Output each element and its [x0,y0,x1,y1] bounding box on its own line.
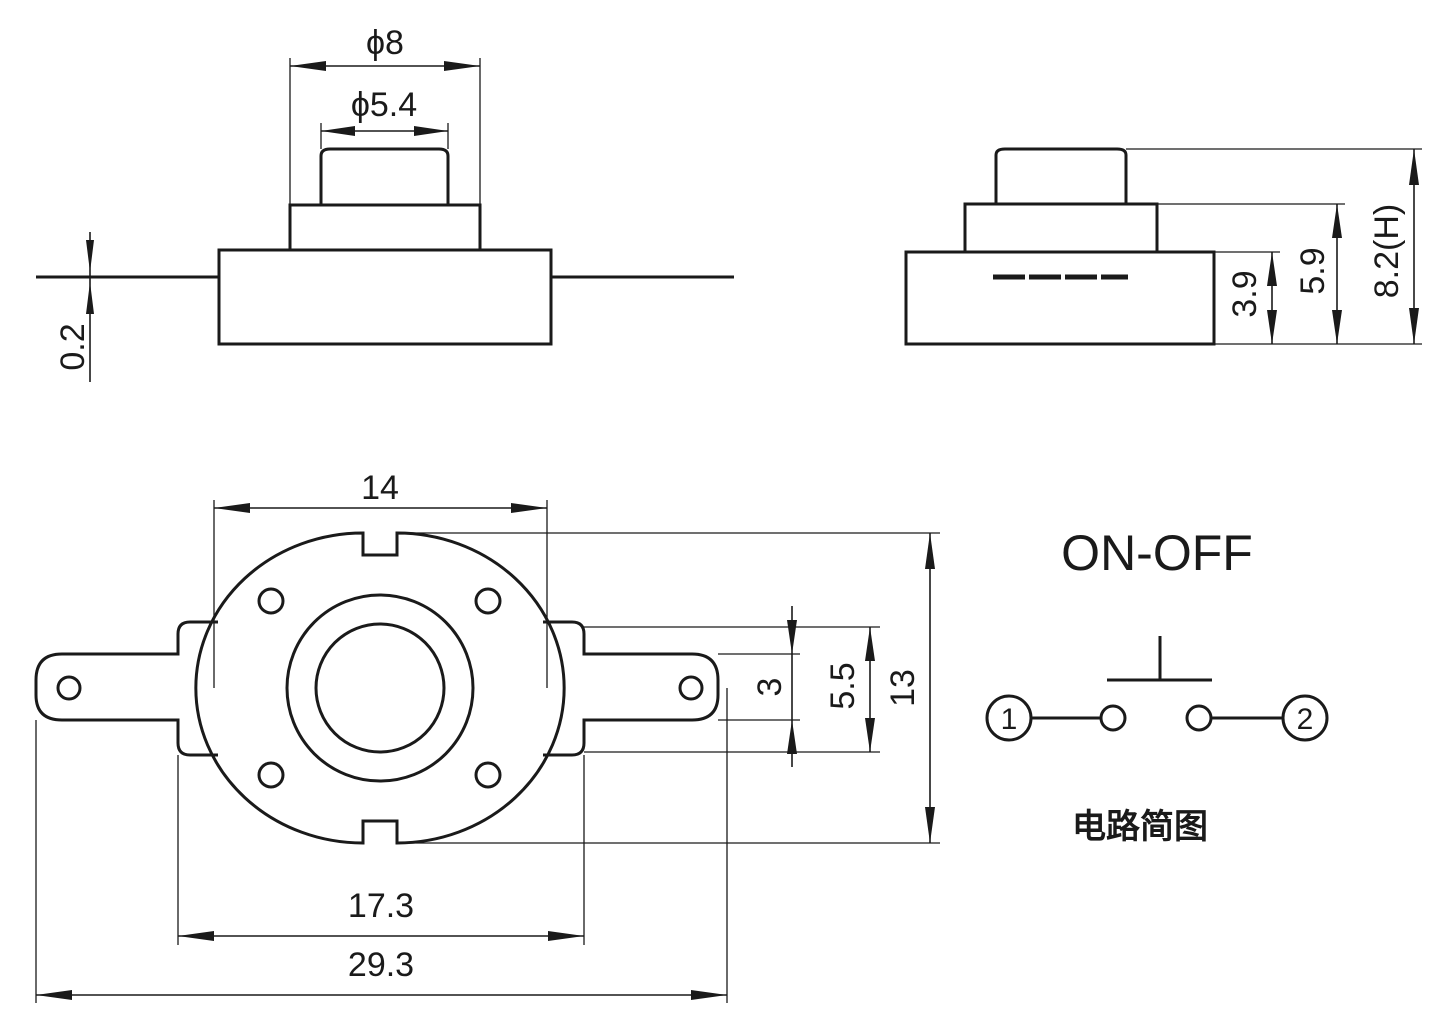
front-view: ϕ8 ϕ5.4 0.2 [36,24,734,382]
tab-hole-left [56,675,82,701]
front-base-body [217,248,553,346]
terminal-2-circle [1281,694,1329,742]
dim-phi8-label: ϕ8 [366,24,404,62]
dim-17-3-label: 17.3 [348,887,414,925]
terminal-2-label: 2 [1297,703,1314,736]
dim-8-2-label: 8.2(H) [1368,204,1406,298]
left-tab [34,620,218,757]
schematic-caption: 电路简图 [1072,807,1208,847]
rivet-hole-top-left [257,587,285,615]
rivet-hole-bottom-left [257,761,285,789]
side-collar [963,202,1159,254]
dim-29-3-label: 29.3 [348,946,414,984]
dim-5-9-label: 5.9 [1294,247,1332,294]
dim-14-label: 14 [361,469,399,507]
circuit-schematic: ON-OFF 1 2 电路简图 [985,525,1329,847]
button-ring-inner [314,622,446,754]
dim-5-5-label: 5.5 [824,662,862,709]
side-button-cap [994,147,1128,204]
dim-13-label: 13 [884,669,922,707]
dim-3-label: 3 [751,678,789,697]
contact-1 [1099,704,1127,732]
tab-hole-right [678,675,704,701]
rivet-hole-top-right [474,587,502,615]
front-collar [288,203,482,252]
body-outline [194,531,566,845]
schematic-title: ON-OFF [1061,525,1253,581]
contact-2 [1185,704,1213,732]
top-view: 14 3 5.5 13 17.3 [34,469,940,1003]
terminal-1-label: 1 [1001,703,1018,736]
rivet-hole-bottom-right [474,761,502,789]
button-ring-outer [285,593,475,783]
right-tab [543,620,720,757]
dim-3-9-label: 3.9 [1226,270,1264,317]
front-button-cap [319,147,450,205]
dim-phi5-4-label: ϕ5.4 [351,86,417,124]
dim-0-2-label: 0.2 [54,323,92,370]
side-base-body [904,250,1216,346]
side-view: 3.9 5.9 8.2(H) [904,147,1422,346]
